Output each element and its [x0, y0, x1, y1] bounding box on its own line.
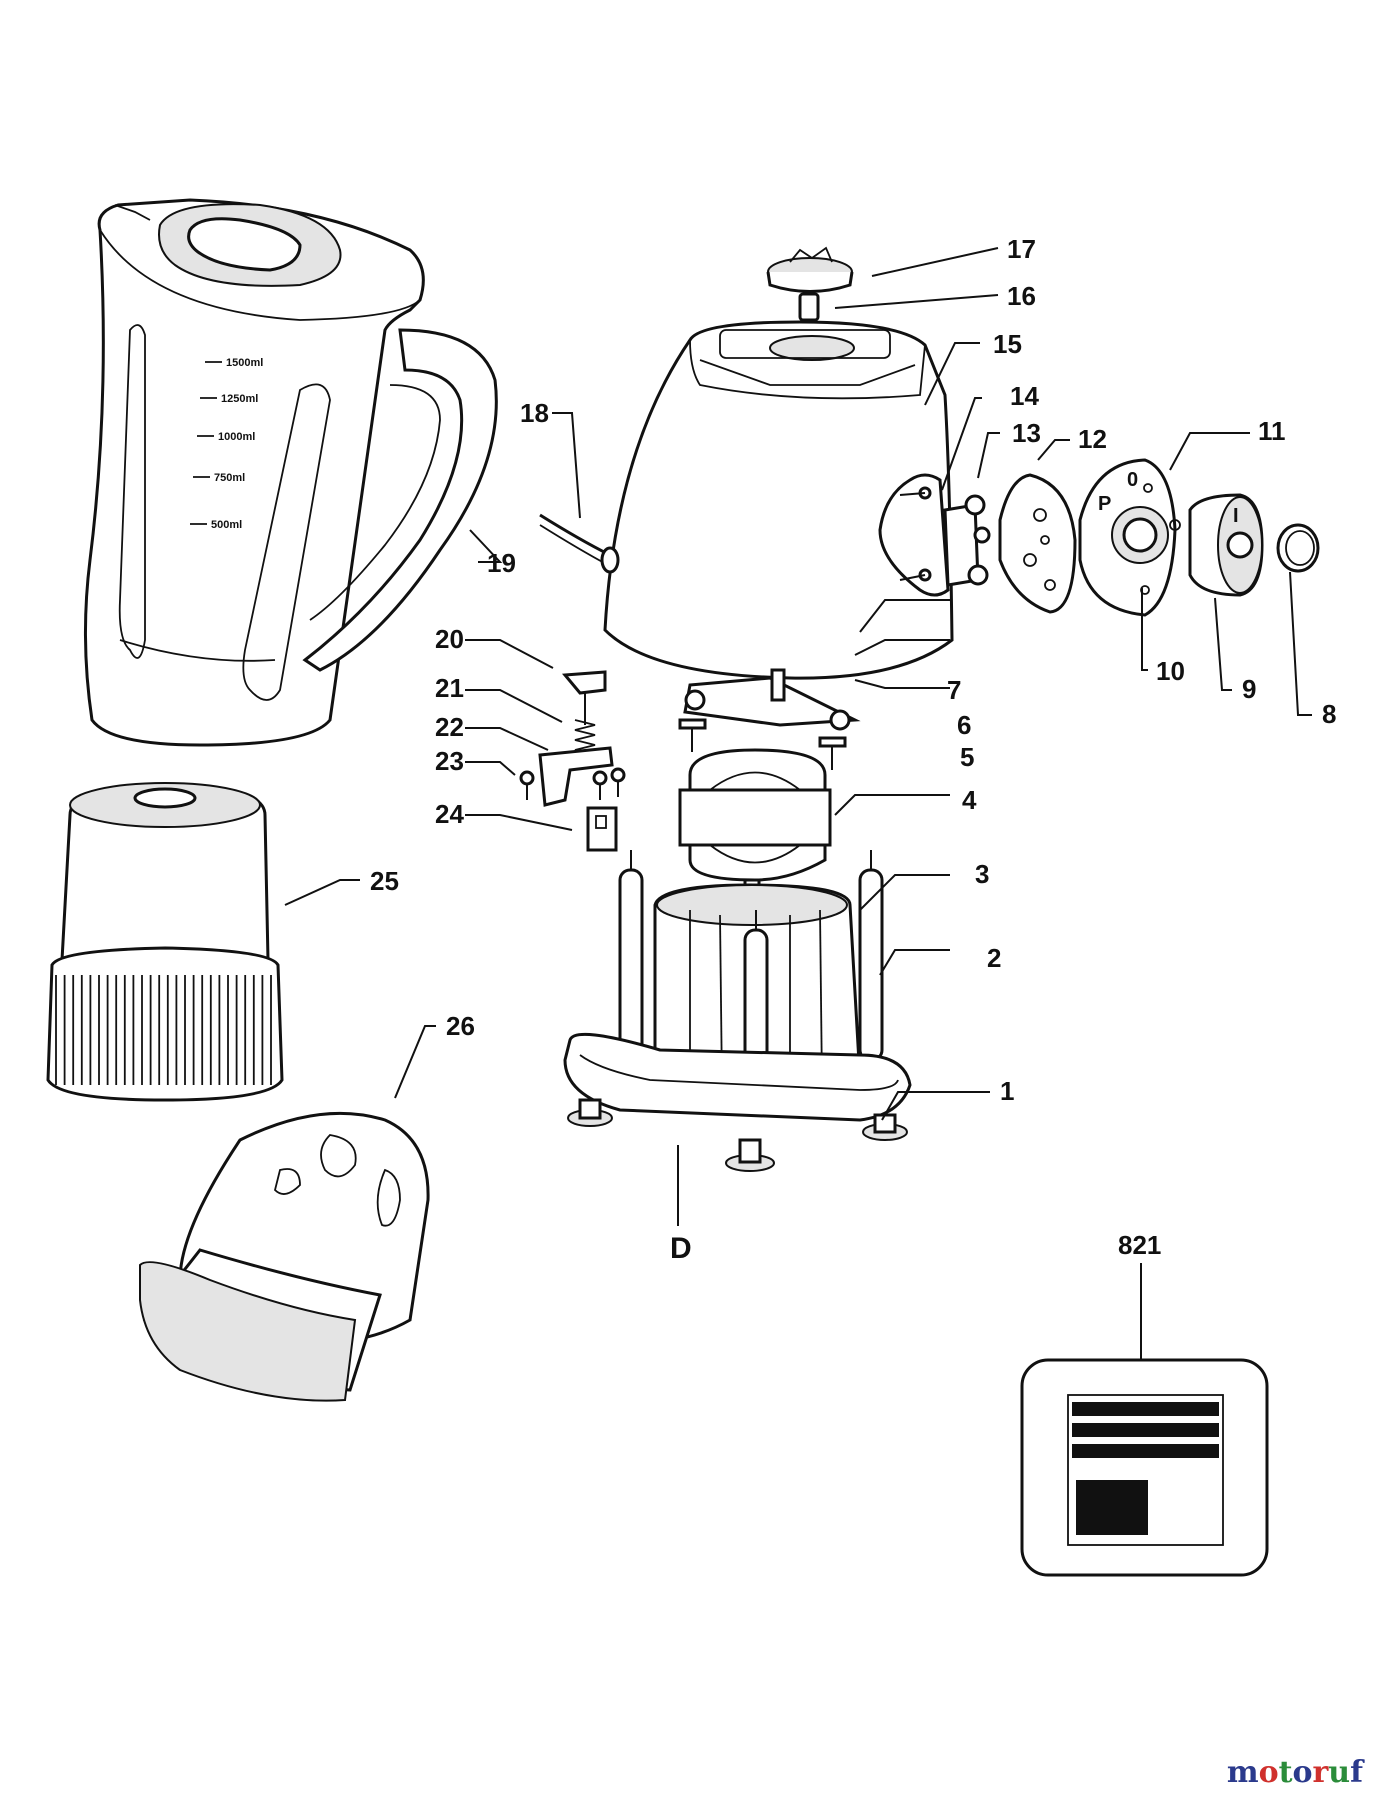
- label-12: 12: [1078, 424, 1107, 454]
- label-22: 22: [435, 712, 464, 742]
- label-5: 5: [960, 742, 974, 772]
- label-18: 18: [520, 398, 549, 428]
- label-23: 23: [435, 746, 464, 776]
- label-25: 25: [370, 866, 399, 896]
- watermark-letter: u: [1328, 1755, 1351, 1790]
- watermark-text: motoruf: [1227, 1755, 1363, 1790]
- label-20: 20: [435, 624, 464, 654]
- label-1: 1: [1000, 1076, 1014, 1106]
- jug-mark-1000: 1000ml: [218, 431, 255, 443]
- jug-part-19: 1500ml 1250ml 1000ml 750ml 500ml: [83, 198, 498, 747]
- callout-labels: 1 2 3 4 5 6 7 8 9 10 11 12 13 14 15 16 1…: [370, 234, 1336, 1265]
- label-D: D: [670, 1232, 692, 1265]
- label-14: 14: [1010, 381, 1039, 411]
- label-17: 17: [1007, 234, 1036, 264]
- label-24: 24: [435, 799, 464, 829]
- label-10: 10: [1156, 656, 1185, 686]
- label-15: 15: [993, 329, 1022, 359]
- label-8: 8: [1322, 699, 1336, 729]
- label-2: 2: [987, 943, 1001, 973]
- base-assembly: [563, 850, 912, 1172]
- leader-lines: [284, 247, 1312, 1360]
- label-7: 7: [947, 675, 961, 705]
- housing-part-15: [539, 320, 954, 680]
- watermark-letter: o: [1292, 1755, 1313, 1790]
- switch-assembly: P 0 I: [878, 458, 1320, 617]
- coupling-part-17: [766, 246, 854, 293]
- jug-mark-500: 500ml: [211, 519, 242, 531]
- label-plate-821: [1020, 1358, 1269, 1577]
- watermark-letter: m: [1226, 1755, 1259, 1790]
- dial-mark-zero: 0: [1127, 469, 1138, 491]
- watermark-letter: r: [1312, 1755, 1329, 1790]
- watermark-letter: f: [1350, 1755, 1363, 1790]
- dial-mark-p: P: [1098, 493, 1111, 515]
- label-13: 13: [1012, 418, 1041, 448]
- label-21: 21: [435, 673, 464, 703]
- dial-mark-one: I: [1233, 505, 1239, 527]
- mill-jar-part-25: [46, 782, 284, 1102]
- mill-blade-part-26: [139, 1111, 430, 1402]
- mill-jar-grip-ribs: [55, 975, 272, 1085]
- label-16: 16: [1007, 281, 1036, 311]
- jug-mark-750: 750ml: [214, 472, 245, 484]
- shaft-part-16: [798, 292, 820, 322]
- watermark-letter: t: [1278, 1755, 1293, 1790]
- label-6: 6: [957, 710, 971, 740]
- watermark-letter: o: [1258, 1755, 1279, 1790]
- watermark: motoruf: [1227, 1755, 1363, 1790]
- label-9: 9: [1242, 674, 1256, 704]
- label-11: 11: [1258, 416, 1286, 446]
- jug-mark-1500: 1500ml: [226, 357, 263, 369]
- label-4: 4: [962, 785, 977, 815]
- label-26: 26: [446, 1011, 475, 1041]
- switch-components: [519, 670, 626, 852]
- label-821: 821: [1118, 1230, 1161, 1260]
- motor-assembly: [678, 668, 861, 917]
- label-19: 19: [487, 548, 516, 578]
- jug-mark-1250: 1250ml: [221, 393, 258, 405]
- label-3: 3: [975, 859, 989, 889]
